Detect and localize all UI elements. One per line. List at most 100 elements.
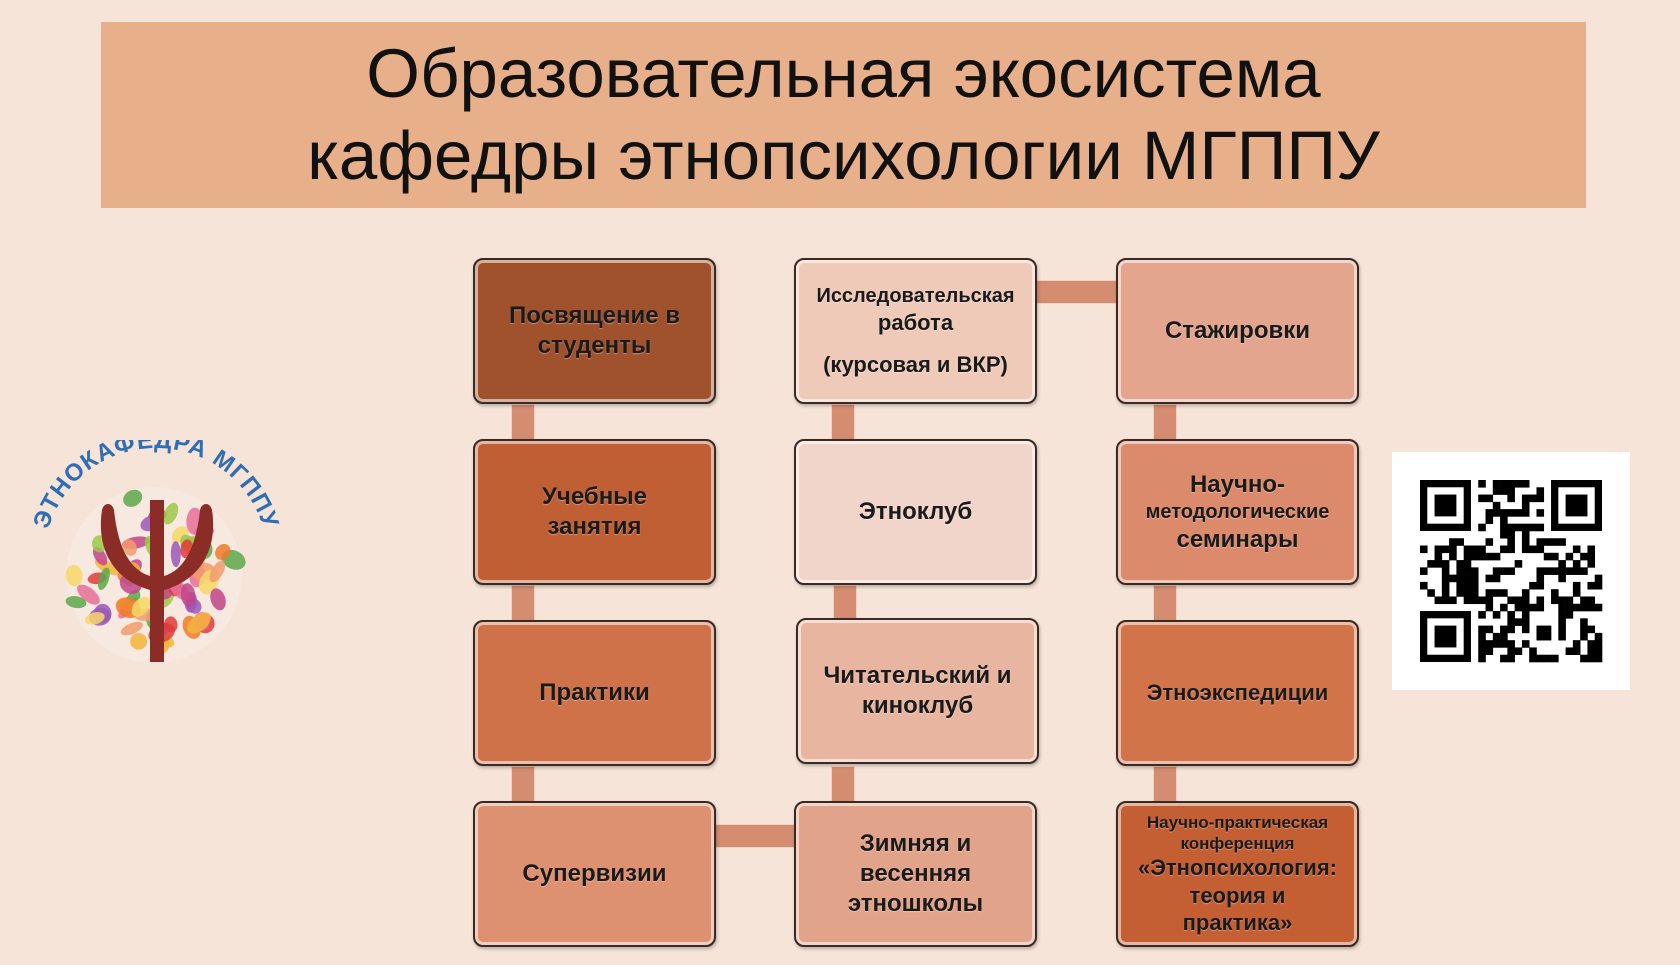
qr-module xyxy=(1420,567,1428,575)
qr-module xyxy=(1543,538,1552,546)
qr-module xyxy=(1470,574,1479,583)
qr-module xyxy=(1529,654,1537,663)
node-label-line: Стажировки xyxy=(1164,317,1311,344)
connector-ethnoclub-research xyxy=(831,404,855,440)
qr-module xyxy=(1485,647,1494,656)
leaf-shape xyxy=(65,564,83,587)
qr-module xyxy=(1478,596,1486,605)
connector-supervision-schools xyxy=(715,824,796,848)
qr-module xyxy=(1456,538,1464,546)
connector-classes-practices xyxy=(511,585,535,621)
qr-module xyxy=(1521,480,1530,488)
leaf-shape xyxy=(187,612,211,634)
node-label-line: конференция xyxy=(1180,833,1295,853)
qr-module xyxy=(1558,596,1566,605)
page-title-line-2: кафедры этнопсихологии МГППУ xyxy=(307,117,1380,194)
qr-module xyxy=(1565,603,1574,612)
qr-module xyxy=(1543,632,1552,641)
qr-module xyxy=(1441,574,1450,583)
connector-research-internships xyxy=(1036,280,1117,304)
leaf-shape xyxy=(122,539,137,556)
qr-module xyxy=(1587,654,1596,663)
qr-module xyxy=(1463,596,1472,605)
qr-module xyxy=(1485,589,1494,597)
node-label-line: (курсовая и ВКР) xyxy=(823,351,1008,377)
qr-module xyxy=(1441,596,1450,605)
qr-module xyxy=(1449,574,1457,583)
qr-module xyxy=(1594,640,1603,648)
leaf-shape xyxy=(120,621,143,636)
qr-module xyxy=(1514,560,1523,568)
qr-module xyxy=(1478,632,1486,641)
qr-module xyxy=(1529,523,1537,532)
qr-module xyxy=(1521,494,1530,503)
qr-module xyxy=(1536,545,1545,554)
qr-module xyxy=(1514,509,1523,517)
qr-module xyxy=(1507,487,1515,495)
node-internships: Стажировки xyxy=(1116,258,1359,404)
qr-module xyxy=(1536,632,1545,641)
qr-module xyxy=(1507,538,1515,546)
qr-module xyxy=(1507,596,1515,605)
qr-module xyxy=(1543,552,1552,561)
qr-module xyxy=(1558,567,1566,575)
qr-module xyxy=(1470,567,1479,575)
qr-module xyxy=(1521,640,1530,648)
node-label-line: теория и xyxy=(1189,882,1286,908)
qr-module xyxy=(1507,480,1515,488)
qr-module xyxy=(1507,654,1515,663)
qr-module xyxy=(1420,581,1428,590)
qr-module xyxy=(1514,603,1523,612)
qr-module xyxy=(1580,625,1588,634)
node-label-line: Учебные xyxy=(541,483,648,510)
qr-module xyxy=(1536,654,1545,663)
qr-module xyxy=(1456,574,1464,583)
qr-module xyxy=(1485,603,1494,612)
qr-module xyxy=(1580,596,1588,605)
qr-module xyxy=(1478,523,1486,532)
qr-module xyxy=(1456,567,1464,575)
qr-module xyxy=(1580,603,1588,612)
qr-module xyxy=(1449,545,1457,554)
qr-module xyxy=(1529,603,1537,612)
qr-module xyxy=(1478,552,1486,561)
qr-module xyxy=(1536,509,1545,517)
qr-module xyxy=(1478,647,1486,656)
qr-module xyxy=(1536,603,1545,612)
leaf-shape xyxy=(163,502,179,525)
qr-module xyxy=(1551,654,1559,663)
qr-module xyxy=(1507,647,1515,656)
qr-module xyxy=(1521,501,1530,510)
qr-module xyxy=(1500,545,1508,554)
leaf-shape xyxy=(97,567,110,591)
qr-module xyxy=(1507,640,1515,648)
node-label-line: семинары xyxy=(1176,525,1299,553)
qr-module xyxy=(1507,494,1515,503)
qr-module xyxy=(1514,596,1523,605)
connector-readingclub-ethnoclub xyxy=(833,585,857,621)
qr-module xyxy=(1470,545,1479,554)
qr-module xyxy=(1558,574,1566,583)
qr-module xyxy=(1500,654,1508,663)
qr-module xyxy=(1500,625,1508,634)
qr-module xyxy=(1441,545,1450,554)
qr-module xyxy=(1587,560,1596,568)
qr-module xyxy=(1558,618,1566,626)
qr-module xyxy=(1529,545,1537,554)
qr-module xyxy=(1543,654,1552,663)
qr-module xyxy=(1434,545,1443,554)
qr-module xyxy=(1594,654,1603,663)
qr-module xyxy=(1500,509,1508,517)
qr-module xyxy=(1536,625,1545,634)
qr-module xyxy=(1558,632,1566,641)
qr-module xyxy=(1580,567,1588,575)
qr-module xyxy=(1521,596,1530,605)
qr-module xyxy=(1441,581,1450,590)
qr-module xyxy=(1478,640,1486,648)
qr-module xyxy=(1565,647,1574,656)
qr-module xyxy=(1420,545,1428,554)
qr-module xyxy=(1521,625,1530,634)
qr-module xyxy=(1463,545,1472,554)
